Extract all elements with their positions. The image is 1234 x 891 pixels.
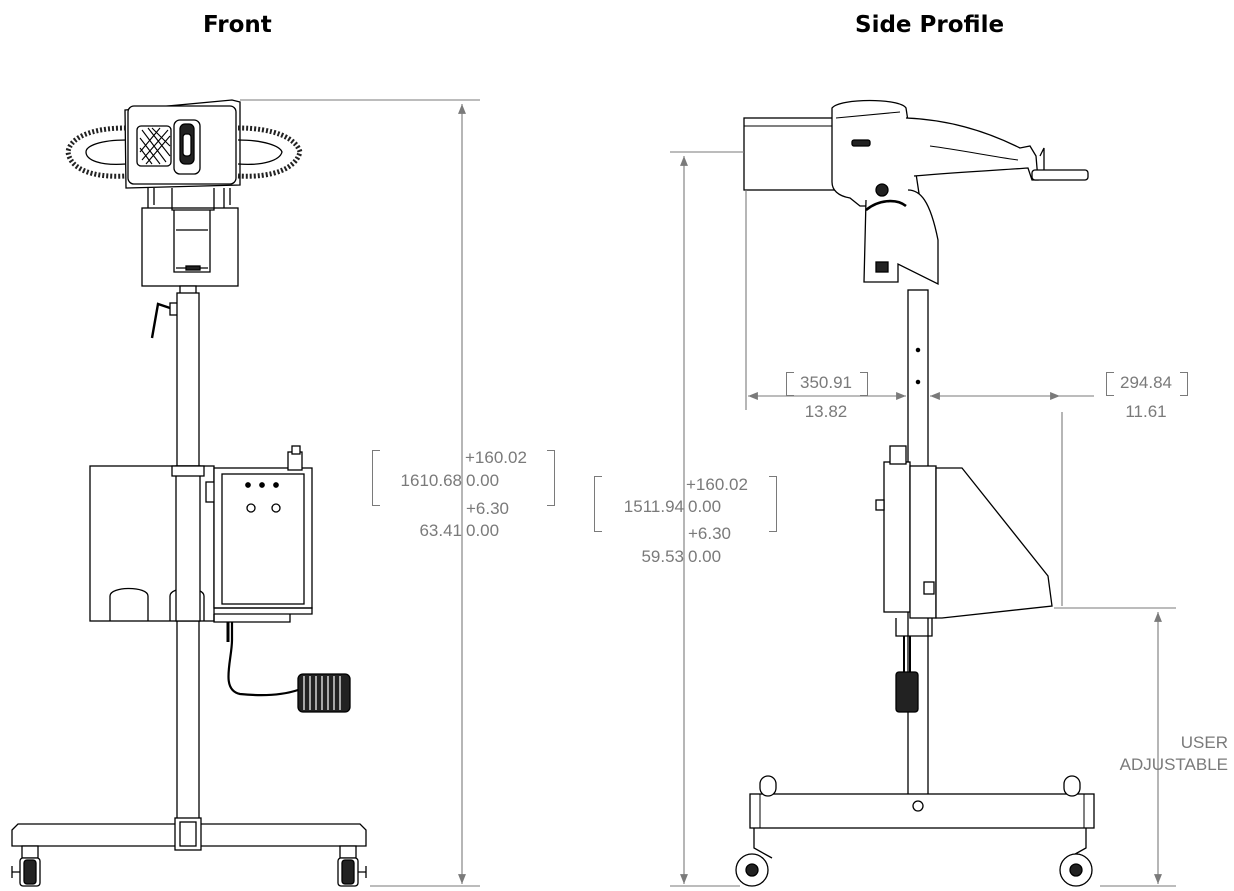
arm-right-bracket-left (1106, 372, 1114, 396)
arm-left-value-in: 13.82 (804, 402, 848, 421)
arm-left-bracket-left (786, 372, 794, 396)
front-dim-tol-lower-mm: 0.00 (466, 471, 500, 490)
front-height-dimension (240, 99, 480, 887)
front-arm-housing (141, 188, 239, 287)
side-base (735, 775, 1095, 887)
side-dim-bracket-left (594, 476, 602, 532)
arm-left-bracket-right (860, 372, 868, 396)
side-yoke (863, 183, 939, 286)
side-dim-tol-lower-in: 0.00 (688, 547, 722, 566)
side-view-title: Side Profile (855, 12, 1005, 38)
front-view-title: Front (203, 12, 272, 38)
front-dim-bracket-right (547, 450, 555, 506)
side-head (743, 99, 1089, 207)
front-dim-tol-upper-in: +6.30 (466, 499, 510, 518)
side-view (735, 99, 1095, 887)
front-control-box (89, 445, 313, 623)
front-base (11, 817, 367, 887)
front-dim-value-in: 63.41 (419, 521, 462, 540)
front-view (11, 99, 367, 887)
user-adjustable-label: USER ADJUSTABLE (1118, 732, 1228, 776)
user-adjustable-dimension (1054, 607, 1176, 887)
side-dim-tol-upper-in: +6.30 (688, 524, 732, 543)
arm-right-value-mm: 294.84 (1120, 373, 1172, 392)
front-head (65, 99, 303, 210)
front-dim-value-mm: 1610.68 (400, 471, 462, 490)
arm-right-bracket-right (1180, 372, 1188, 396)
side-dim-value-mm: 1511.94 (623, 497, 684, 516)
front-foot-pedal (226, 622, 351, 713)
arm-left-value-mm: 350.91 (800, 373, 852, 392)
side-dim-tol-lower-mm: 0.00 (688, 497, 722, 516)
user-adjustable-line2: ADJUSTABLE (1119, 755, 1228, 774)
arm-right-value-in: 11.61 (1125, 402, 1167, 421)
user-adjustable-line1: USER (1180, 733, 1228, 752)
front-clamp (150, 285, 197, 339)
side-dim-value-in: 59.53 (641, 547, 684, 566)
side-dim-tol-upper-mm: +160.02 (686, 475, 748, 494)
front-dim-tol-lower-in: 0.00 (466, 521, 500, 540)
side-control-box (875, 445, 1053, 637)
arm-reach-dimension (745, 190, 1094, 606)
side-dim-bracket-right (769, 476, 777, 532)
front-dim-bracket-left (372, 450, 380, 506)
side-height-dimension (670, 151, 744, 887)
front-dim-tol-upper-mm: +160.02 (465, 448, 527, 467)
side-foot-pedal (895, 636, 919, 713)
